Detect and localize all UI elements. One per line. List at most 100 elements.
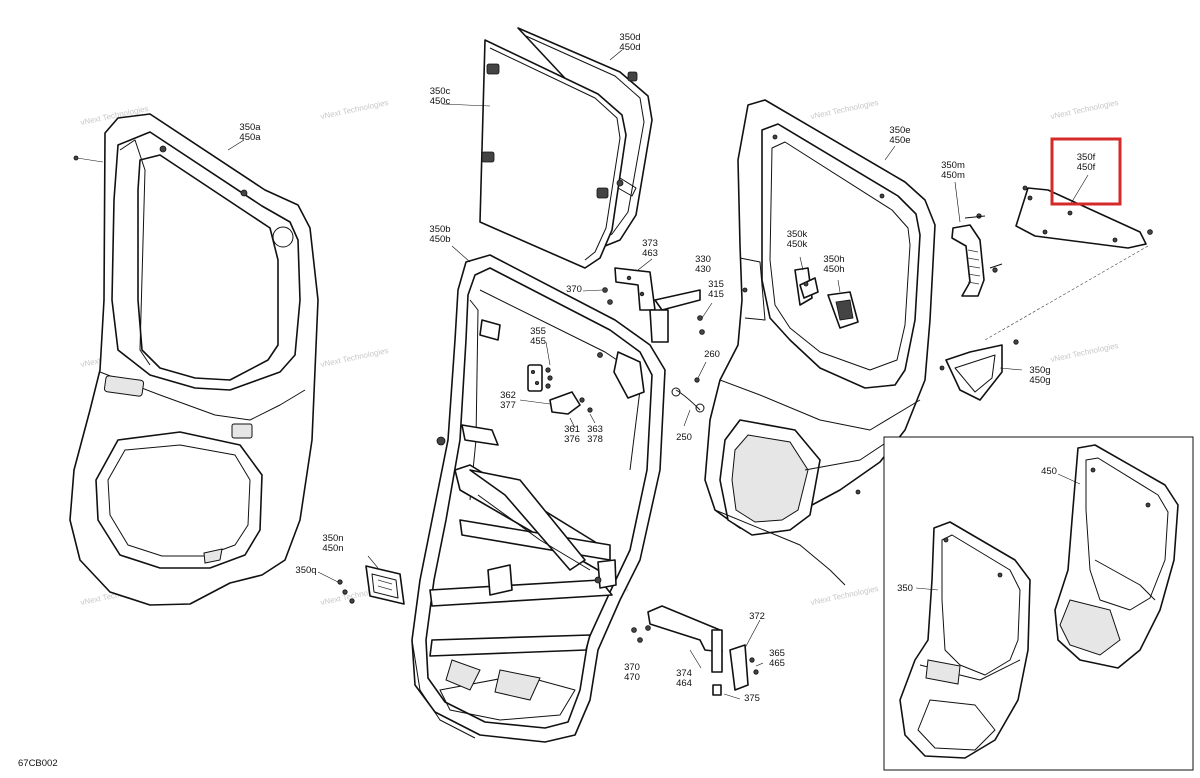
callout-370a: 370: [566, 284, 582, 295]
watermark-text: vNext Technologies: [810, 98, 880, 121]
callout-line: 450f: [1077, 162, 1096, 173]
callout-line: 361: [564, 424, 580, 435]
callout-line: 450n: [322, 543, 343, 554]
callout-line: 450d: [619, 42, 640, 53]
callout-line: 450e: [889, 135, 910, 146]
window-glass-pair: [479, 27, 653, 269]
watermark-text: vNext Technologies: [810, 584, 880, 607]
callout-line: 450h: [823, 264, 844, 275]
callout-line: 350n: [322, 533, 343, 544]
watermark-text: vNext Technologies: [1050, 341, 1120, 364]
callout-line: 350d: [619, 32, 640, 43]
inset-assembly: [883, 436, 1194, 771]
callout-250: 250: [676, 432, 692, 443]
callout-line: 350q: [295, 565, 316, 576]
callout-line: 350b: [429, 224, 450, 235]
watermark-text: vNext Technologies: [1050, 98, 1120, 121]
callout-line: 378: [587, 434, 603, 445]
door-shell-right: [704, 99, 936, 586]
callout-line: 375: [744, 693, 760, 704]
callout-line: 350f: [1077, 152, 1096, 163]
callout-line: 374: [676, 668, 692, 679]
upper-hinge: [582, 267, 713, 343]
callout-375: 375: [744, 693, 760, 704]
callout-260: 260: [704, 349, 720, 360]
inner-handles: [794, 256, 859, 329]
callout-450: 450: [1041, 466, 1057, 477]
lower-hinge: [631, 605, 764, 700]
check-strap: [671, 361, 707, 427]
callout-line: 350a: [239, 122, 261, 133]
callout-line: 365: [769, 648, 785, 659]
callout-line: 372: [749, 611, 765, 622]
callout-line: 377: [500, 400, 516, 411]
cover-plate-350f: [984, 174, 1153, 341]
callout-line: 370: [566, 284, 582, 295]
watermark-text: vNext Technologies: [320, 346, 390, 369]
callout-line: 450k: [787, 239, 808, 250]
handle-350n: [317, 555, 405, 605]
callout-line: 464: [676, 678, 692, 689]
diagram-code: 67CB002: [18, 758, 58, 769]
callout-line: 370: [624, 662, 640, 673]
callout-line: 450b: [429, 234, 450, 245]
callout-line: 260: [704, 349, 720, 360]
callout-line: 450a: [239, 132, 261, 143]
bracket-350g: [939, 339, 1023, 401]
watermark-text: vNext Technologies: [320, 98, 390, 121]
callout-line: 315: [708, 279, 724, 290]
callout-line: 362: [500, 390, 516, 401]
callout-line: 250: [676, 432, 692, 443]
callout-line: 330: [695, 254, 711, 265]
callout-line: 376: [564, 434, 580, 445]
latch-assembly: [519, 364, 596, 429]
callout-line: 415: [708, 289, 724, 300]
door-frame: [411, 254, 666, 743]
callout-line: 450: [1041, 466, 1057, 477]
callout-line: 430: [695, 264, 711, 275]
callout-line: 450c: [430, 96, 451, 107]
callout-350q: 350q: [295, 565, 316, 576]
callout-line: 450g: [1029, 375, 1050, 386]
grab-handle: [951, 181, 1003, 297]
callout-line: 350k: [787, 229, 808, 240]
callout-line: 465: [769, 658, 785, 669]
callout-line: 350m: [941, 160, 965, 171]
callout-line: 350h: [823, 254, 844, 265]
door-panel-left: [69, 113, 319, 606]
highlight-box: [1050, 137, 1122, 206]
callout-line: 470: [624, 672, 640, 683]
callout-line: 455: [530, 336, 546, 347]
callout-line: 350g: [1029, 365, 1050, 376]
callout-line: 373: [642, 238, 658, 249]
callout-350: 350: [897, 583, 913, 594]
callout-line: 363: [587, 424, 603, 435]
callout-372: 372: [749, 611, 765, 622]
callout-line: 450m: [941, 170, 965, 181]
callout-line: 463: [642, 248, 658, 259]
callout-line: 350c: [430, 86, 451, 97]
callout-line: 355: [530, 326, 546, 337]
